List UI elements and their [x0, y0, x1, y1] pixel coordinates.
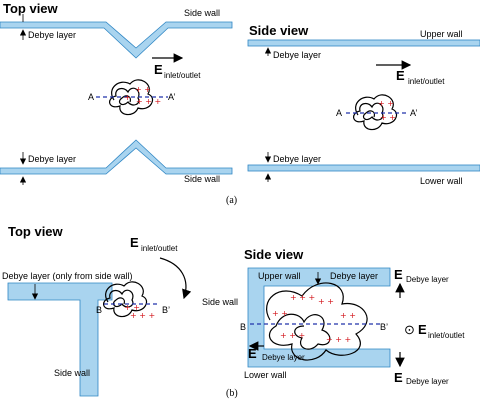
a-side-field-label: E: [396, 68, 405, 83]
b-side-side-wall-label: Side wall: [202, 297, 238, 307]
lower-wall: [247, 164, 480, 172]
panel-b-side-view: Side view Upper wall Lower wall Side wal…: [202, 247, 465, 386]
caption-b: (b): [226, 388, 238, 399]
b-side-e-bottom: E: [394, 370, 403, 385]
a-top-charge: + +: [135, 85, 151, 94]
b-side-e-out-sub: inlet/outlet: [428, 331, 465, 340]
b-side-charge: + + +: [280, 331, 305, 340]
b-top-charge: + +: [124, 303, 140, 312]
b-top-field-arrow: [159, 257, 192, 300]
b-side-debye-bottom-right-label: Debye layer: [406, 377, 449, 386]
panel-b-side-view-title: Side view: [244, 247, 304, 262]
b-side-charge: + + +: [326, 335, 351, 344]
b-side-debye-top-right-label: Debye layer: [406, 275, 449, 284]
a-side-field-sub: inlet/outlet: [408, 77, 445, 86]
a-top-charge: +: [124, 93, 131, 102]
a-side-point-a: A: [336, 108, 342, 118]
b-side-channel-walls: [247, 267, 391, 368]
b-side-charge: + +: [340, 311, 356, 320]
a-top-point-a-prime: A’: [168, 92, 175, 102]
caption-a: (a): [226, 195, 237, 206]
b-side-charge: + +: [318, 297, 334, 306]
panel-b-top-view-title: Top view: [8, 224, 64, 239]
b-side-point-b: B: [240, 322, 246, 332]
b-side-e-left: E: [248, 346, 257, 361]
b-side-point-b-prime: B’: [380, 322, 388, 332]
b-side-charge: + + +: [290, 293, 315, 302]
b-side-debye-inner-label: Debye layer: [262, 353, 305, 362]
top-side-wall-upper: [0, 21, 233, 59]
a-side-charge: + +: [380, 113, 396, 122]
b-side-charge: + +: [272, 309, 288, 318]
a-top-field-label: E: [154, 62, 163, 77]
a-top-side-wall-top-label: Side wall: [184, 8, 220, 18]
a-side-upper-wall-label: Upper wall: [420, 29, 463, 39]
a-side-point-a-prime: A’: [410, 108, 417, 118]
a-side-lower-wall-label: Lower wall: [420, 176, 463, 186]
b-top-point-b: B: [96, 305, 102, 315]
a-top-debye-label-bottom: Debye layer: [28, 154, 76, 164]
top-side-wall-lower: [0, 139, 233, 175]
b-top-debye-note: Debye layer (only from side wall): [2, 271, 133, 281]
b-side-e-top: E: [394, 267, 403, 282]
panel-a-top-view: Top view Side wall Side wall Debye layer…: [0, 1, 233, 185]
a-side-debye-label-top: Debye layer: [273, 50, 321, 60]
b-top-side-wall-label: Side wall: [54, 368, 90, 378]
b-top-field-sub: inlet/outlet: [141, 244, 178, 253]
a-top-point-a: A: [88, 92, 94, 102]
a-top-charge: + + +: [136, 97, 161, 106]
b-top-field-label: E: [130, 235, 139, 250]
a-top-side-wall-bottom-label: Side wall: [184, 174, 220, 184]
b-top-point-b-prime: B’: [162, 305, 170, 315]
a-top-debye-label-top: Debye layer: [28, 30, 76, 40]
a-side-debye-label-bottom: Debye layer: [273, 154, 321, 164]
b-side-upper-wall-label: Upper wall: [258, 271, 301, 281]
b-side-e-out-dot: ⊙: [404, 322, 415, 337]
b-side-e-out: E: [418, 322, 427, 337]
b-top-side-wall: [7, 282, 113, 397]
a-side-charge: + +: [378, 99, 394, 108]
panel-a-side-view-title: Side view: [249, 23, 309, 38]
b-side-polymer: [266, 282, 368, 361]
panel-a-top-view-title: Top view: [3, 1, 59, 16]
panel-a-side-view: Side view Upper wall Lower wall Debye la…: [247, 23, 480, 186]
panel-b-top-view: Top view Debye layer (only from side wal…: [2, 224, 192, 397]
b-top-charge: + + +: [130, 311, 155, 320]
b-side-debye-top-label: Debye layer: [330, 271, 378, 281]
a-top-field-sub: inlet/outlet: [164, 71, 201, 80]
b-side-lower-wall-label: Lower wall: [244, 370, 287, 380]
upper-wall: [247, 39, 480, 47]
